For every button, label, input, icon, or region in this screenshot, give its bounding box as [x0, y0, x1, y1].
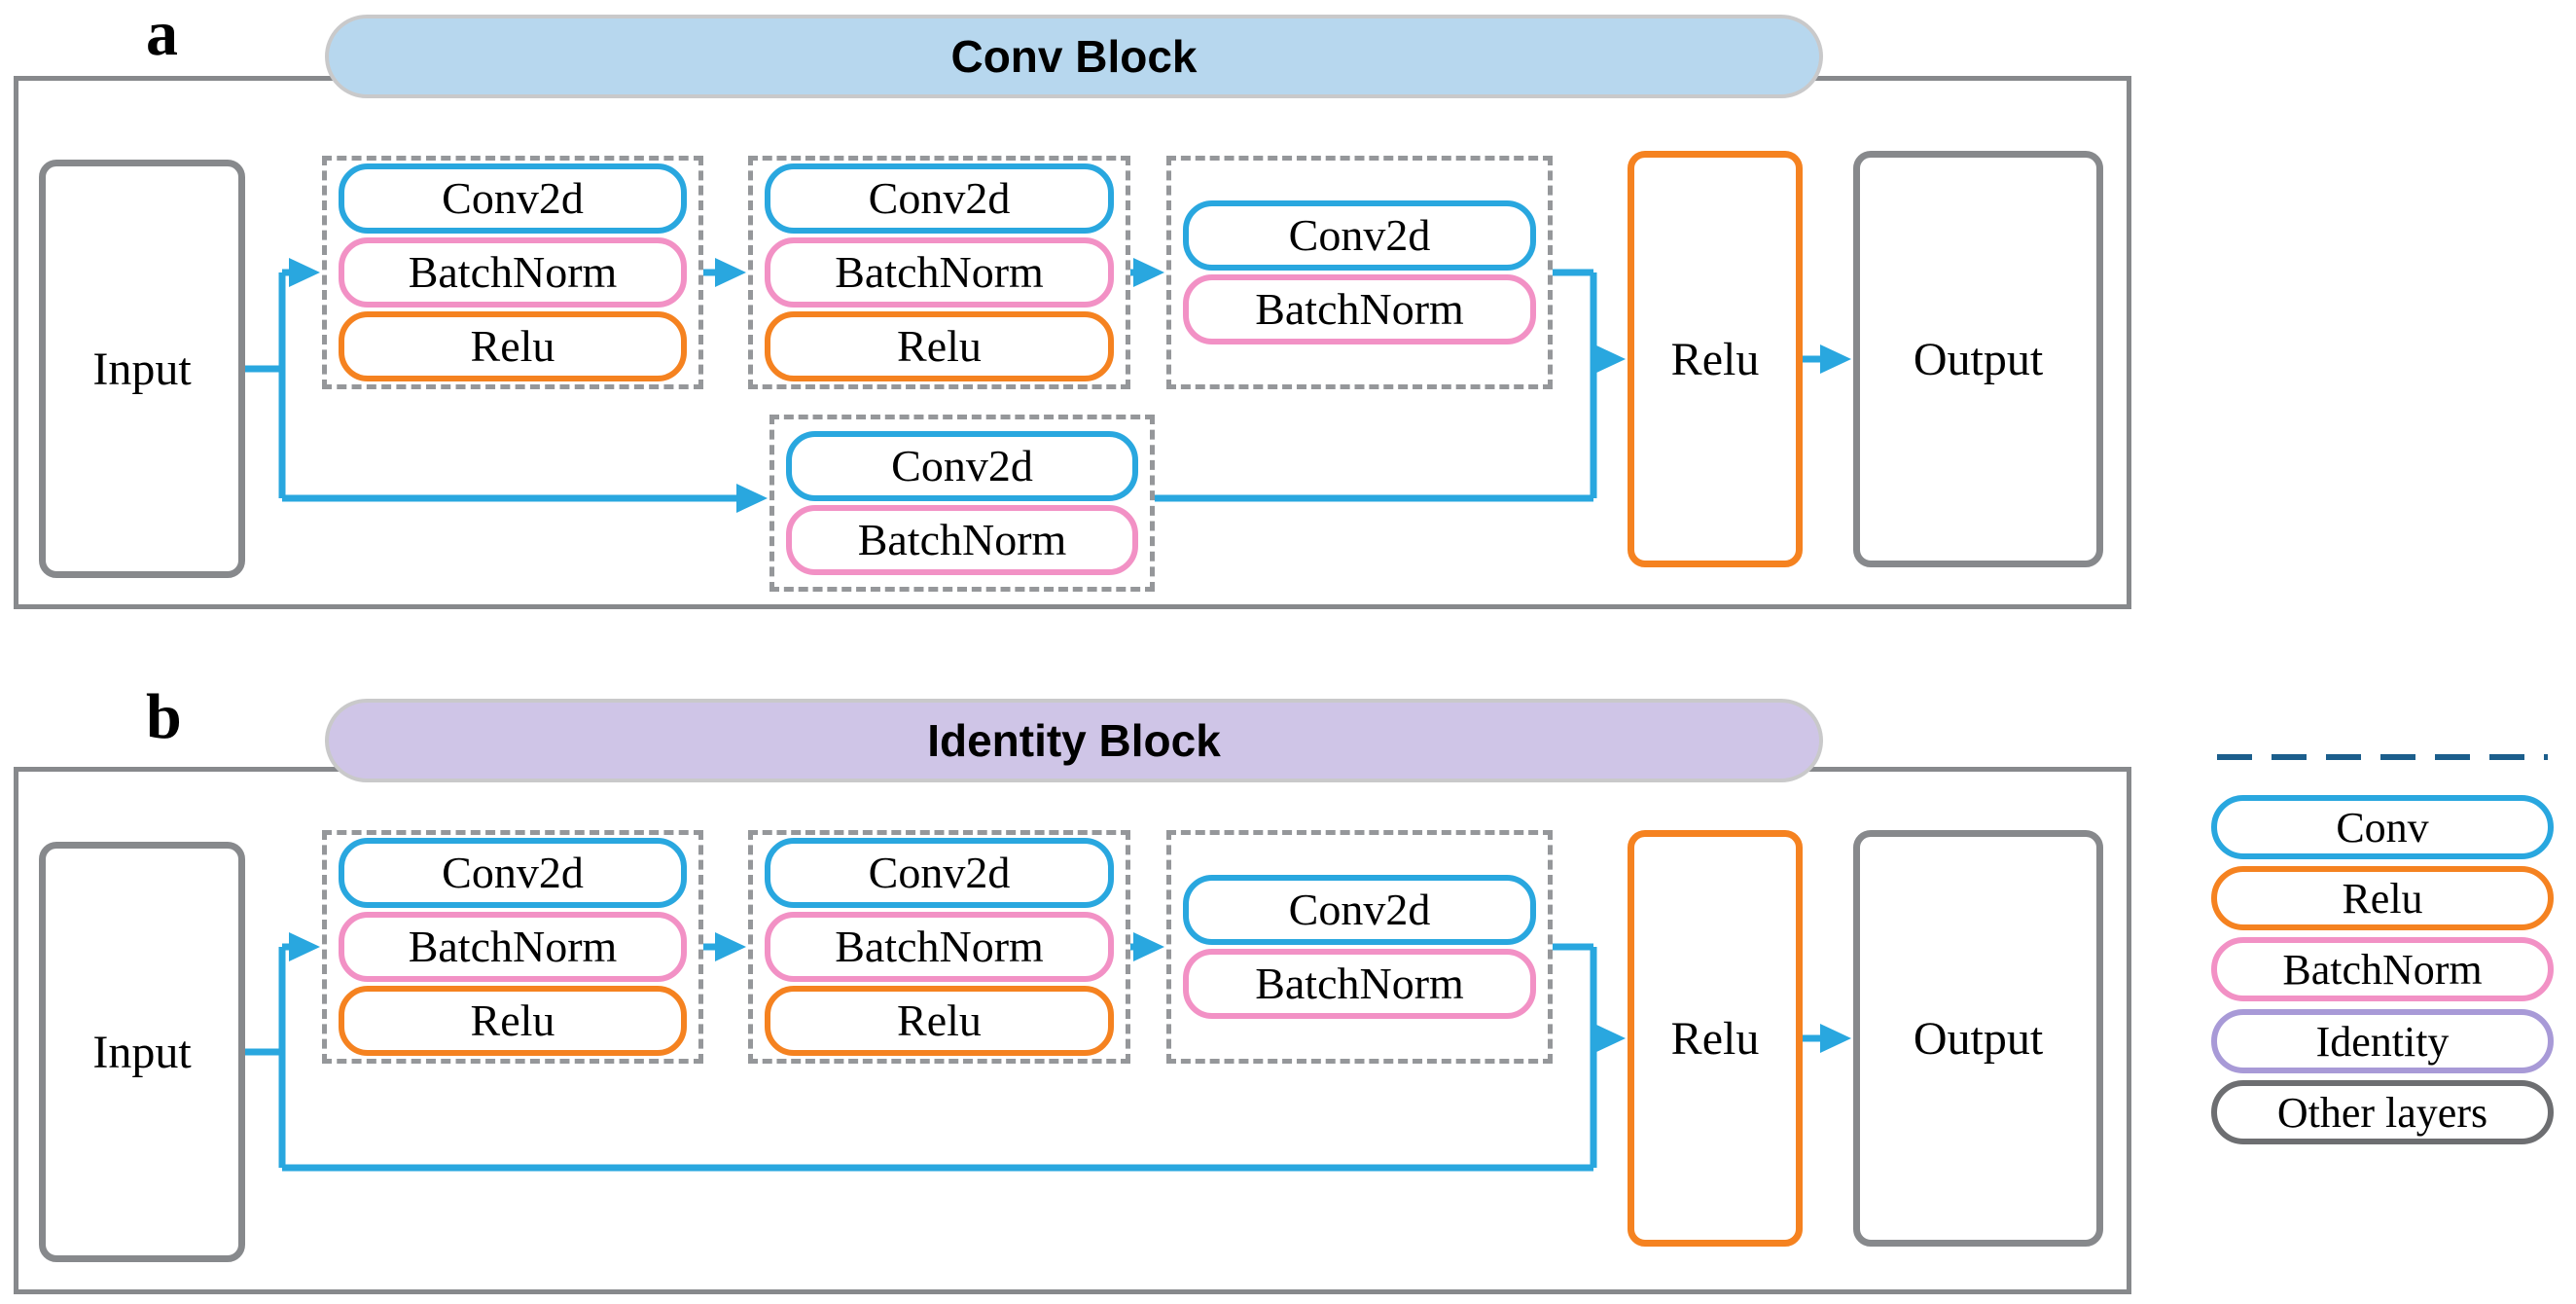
panel-a-output-node: Output [1853, 151, 2103, 567]
conv2d-layer-pill: Conv2d [1183, 200, 1536, 271]
conv2d-layer-pill: Conv2d [339, 838, 687, 908]
panel-b-relu-node: Relu [1628, 830, 1803, 1247]
batchnorm-layer-pill: BatchNorm [786, 505, 1138, 575]
panel-a-shortcut-group: Conv2d BatchNorm [769, 415, 1155, 592]
conv2d-layer-pill: Conv2d [786, 431, 1138, 501]
conv2d-layer-pill: Conv2d [339, 163, 687, 234]
panel-a-letter: a [146, 0, 178, 69]
batchnorm-layer-pill: BatchNorm [765, 912, 1114, 982]
panel-b-header: Identity Block [325, 699, 1823, 782]
panel-a-conv-group-3: Conv2d BatchNorm [1166, 156, 1553, 389]
legend-item-relu: Relu [2211, 866, 2554, 930]
batchnorm-layer-pill: BatchNorm [1183, 949, 1536, 1019]
relu-layer-pill: Relu [339, 311, 687, 381]
panel-b-input-node: Input [39, 842, 245, 1262]
panel-a-header: Conv Block [325, 15, 1823, 98]
relu-layer-pill: Relu [339, 986, 687, 1056]
relu-layer-pill: Relu [765, 986, 1114, 1056]
panel-a-input-node: Input [39, 160, 245, 578]
panel-b-output-node: Output [1853, 830, 2103, 1247]
panel-a-conv-group-2: Conv2d BatchNorm Relu [748, 156, 1130, 389]
panel-b-conv-group-3: Conv2d BatchNorm [1166, 830, 1553, 1064]
panel-b-letter: b [146, 681, 182, 752]
batchnorm-layer-pill: BatchNorm [339, 237, 687, 308]
batchnorm-layer-pill: BatchNorm [1183, 274, 1536, 344]
conv2d-layer-pill: Conv2d [1183, 875, 1536, 945]
relu-layer-pill: Relu [765, 311, 1114, 381]
legend-item-batchnorm: BatchNorm [2211, 937, 2554, 1001]
legend-item-other-layers: Other layers [2211, 1080, 2554, 1144]
panel-b-conv-group-2: Conv2d BatchNorm Relu [748, 830, 1130, 1064]
batchnorm-layer-pill: BatchNorm [765, 237, 1114, 308]
batchnorm-layer-pill: BatchNorm [339, 912, 687, 982]
panel-a-relu-node: Relu [1628, 151, 1803, 567]
panel-a-conv-group-1: Conv2d BatchNorm Relu [322, 156, 703, 389]
legend-item-identity: Identity [2211, 1009, 2554, 1073]
legend-item-conv: Conv [2211, 795, 2554, 859]
conv2d-layer-pill: Conv2d [765, 163, 1114, 234]
conv2d-layer-pill: Conv2d [765, 838, 1114, 908]
panel-b-conv-group-1: Conv2d BatchNorm Relu [322, 830, 703, 1064]
